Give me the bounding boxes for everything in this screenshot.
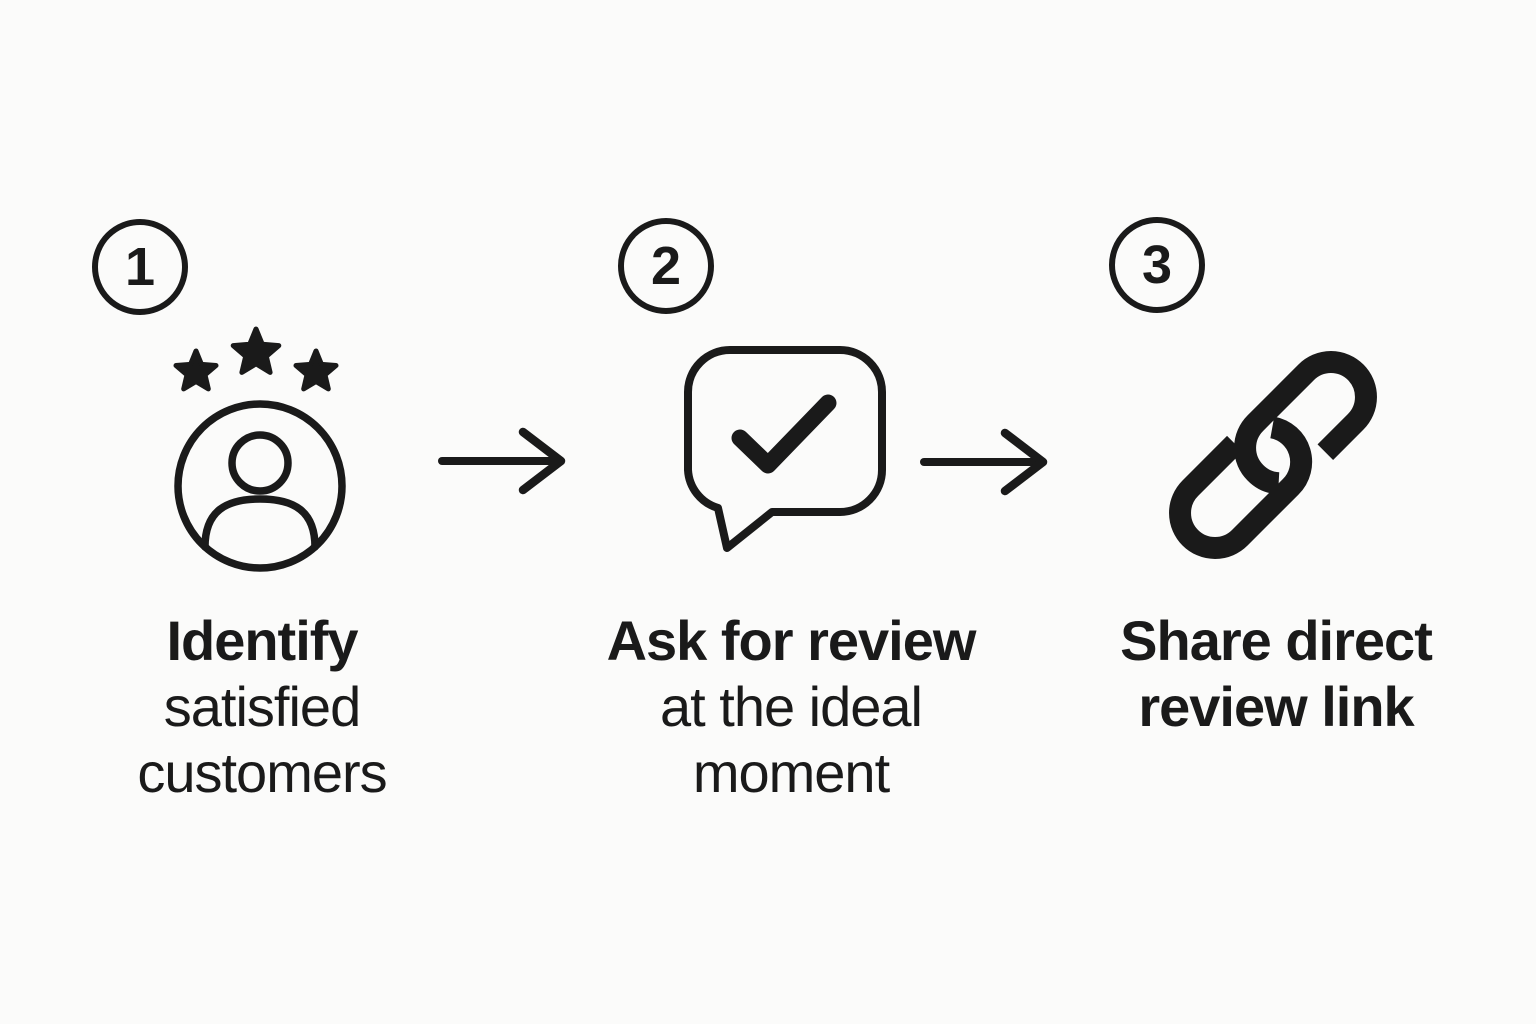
- right-arrow-icon: [438, 426, 568, 496]
- step-3-label-line-1: Share direct: [1120, 609, 1433, 672]
- step-2-label-line-3: moment: [692, 741, 890, 804]
- step-2-number: 2: [650, 236, 682, 296]
- step-1-label: Identify satisfied customers: [62, 608, 462, 806]
- step-1-number: 1: [124, 237, 156, 297]
- speech-bubble-check-icon: [680, 345, 890, 555]
- satisfied-customer-stars-icon: [172, 325, 348, 575]
- step-3-number: 3: [1141, 235, 1173, 295]
- link-chain-icon: [1168, 348, 1378, 563]
- right-arrow-icon: [920, 427, 1050, 497]
- step-1-label-line-1: Identify: [166, 609, 358, 672]
- step-3-label-line-2: review link: [1138, 675, 1414, 738]
- step-1-number-badge: 1: [92, 219, 188, 315]
- step-1-label-line-3: customers: [137, 741, 387, 804]
- step-1-label-line-2: satisfied: [163, 675, 361, 738]
- step-3-label: Share direct review link: [1076, 608, 1476, 740]
- step-2-number-badge: 2: [618, 218, 714, 314]
- step-3-number-badge: 3: [1109, 217, 1205, 313]
- step-2-label-line-1: Ask for review: [606, 609, 977, 672]
- step-2-label: Ask for review at the ideal moment: [591, 608, 991, 806]
- step-2-label-line-2: at the ideal: [660, 675, 923, 738]
